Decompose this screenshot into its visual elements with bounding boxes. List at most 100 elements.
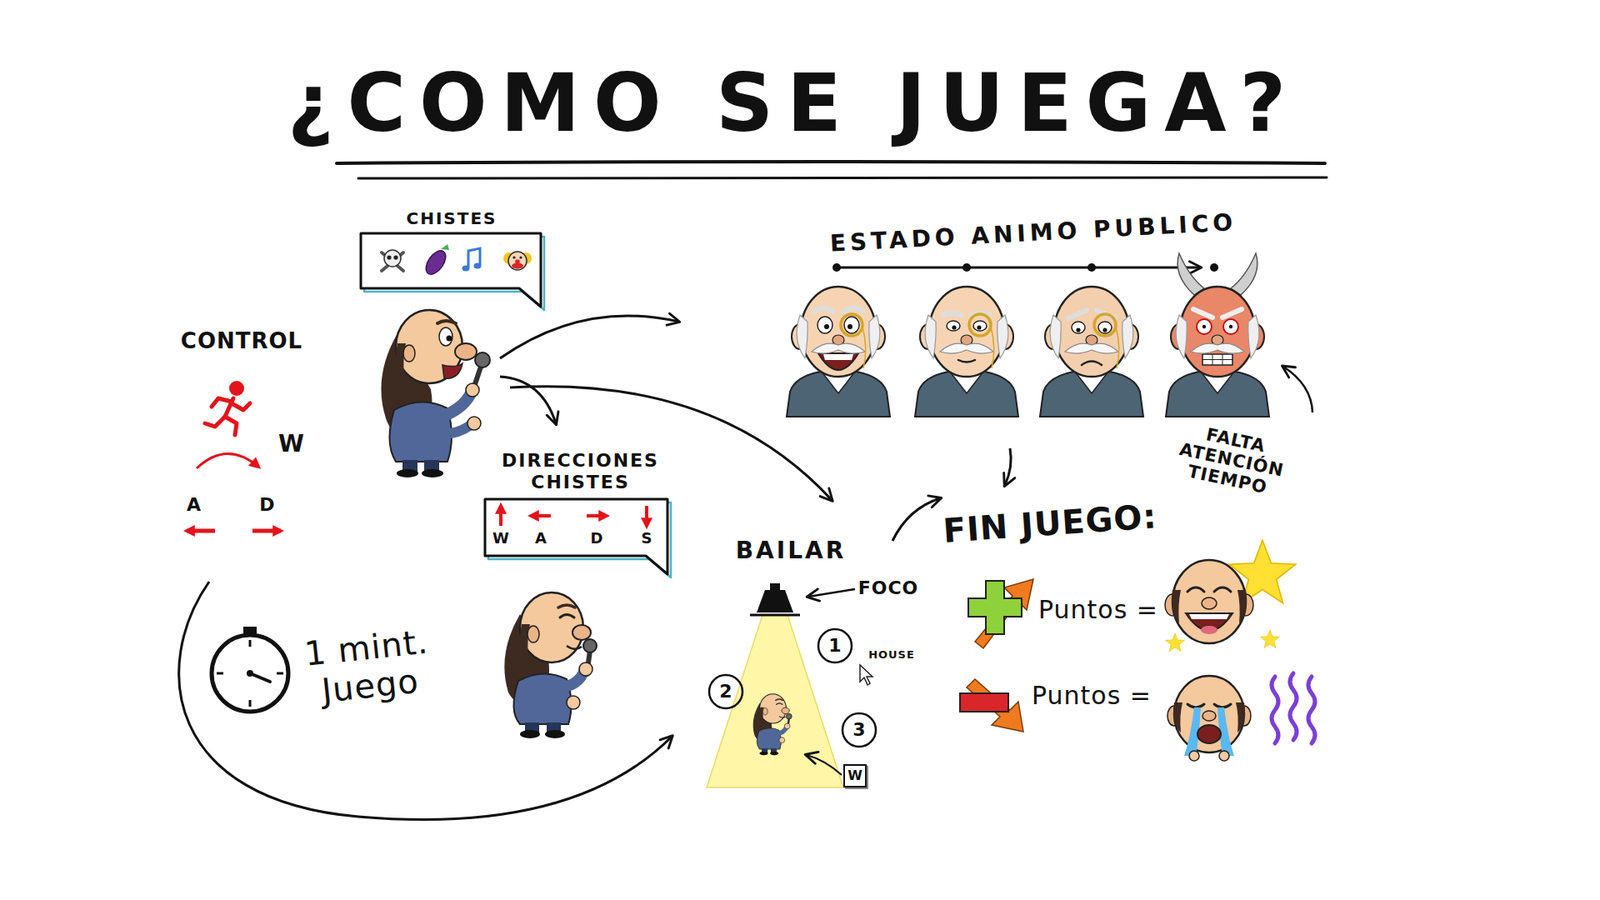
audience-face bbox=[1212, 354, 1214, 365]
audience-face bbox=[1094, 314, 1120, 369]
label-anchor: BAILAR bbox=[735, 537, 847, 565]
clock-icon bbox=[211, 635, 289, 712]
crying-face bbox=[1219, 750, 1230, 761]
audience-face bbox=[1081, 361, 1102, 366]
spotlight bbox=[706, 583, 844, 788]
audience-face bbox=[1202, 354, 1233, 365]
audience-face bbox=[843, 308, 864, 312]
audience-face bbox=[1040, 286, 1144, 417]
bubble-icons bbox=[499, 505, 503, 526]
spotlight bbox=[756, 590, 794, 613]
audience-face bbox=[1075, 327, 1080, 332]
audience-face bbox=[786, 286, 890, 417]
audience-face bbox=[817, 316, 833, 334]
note-label: FALTA ATENCIÓN TIEMPO bbox=[1164, 417, 1300, 503]
audience-face bbox=[1229, 325, 1233, 329]
bubble-icons bbox=[508, 251, 527, 270]
score-label: Puntos = bbox=[1031, 681, 1152, 711]
running-figure bbox=[225, 416, 237, 435]
plus-icon bbox=[968, 580, 1022, 635]
flow-arrow bbox=[500, 376, 556, 424]
audience-face bbox=[824, 324, 830, 330]
bubble-icons bbox=[645, 505, 649, 526]
bubble-heading: DIRECCIONES CHISTES bbox=[483, 450, 678, 495]
key-label: W bbox=[278, 430, 305, 458]
happy-face bbox=[1172, 560, 1246, 644]
crying-face bbox=[1214, 704, 1231, 708]
crying-face bbox=[1189, 750, 1200, 761]
label-anchor: FOCO bbox=[858, 577, 920, 599]
running-figure bbox=[205, 380, 250, 435]
comedian-figure bbox=[475, 352, 490, 368]
audience-face bbox=[1102, 327, 1107, 332]
audience-face bbox=[958, 360, 975, 363]
comedian-figure bbox=[467, 416, 481, 430]
happy-face bbox=[1171, 590, 1181, 624]
running-figure bbox=[229, 380, 245, 396]
comedian-figure bbox=[439, 327, 453, 346]
spotlight bbox=[770, 583, 780, 590]
section-heading: FIN JUEGO: bbox=[941, 496, 1159, 550]
comedian-figure bbox=[446, 335, 453, 342]
happy-face bbox=[1165, 633, 1185, 652]
bubble-icons bbox=[519, 255, 522, 259]
bubble-icons bbox=[474, 263, 482, 270]
mood-timeline bbox=[832, 263, 841, 272]
bubble-icons bbox=[515, 259, 520, 265]
audience-face bbox=[976, 325, 981, 330]
bubble-icons bbox=[500, 505, 647, 526]
flow-arrow bbox=[1005, 448, 1011, 485]
audience-face bbox=[1165, 253, 1270, 417]
callout-circle bbox=[709, 675, 743, 709]
audience-face bbox=[818, 353, 859, 370]
comedian-figure bbox=[437, 393, 471, 419]
audience-face bbox=[813, 308, 834, 312]
clock-icon bbox=[216, 672, 224, 675]
duration-note: 1 mint. Juego bbox=[294, 620, 444, 712]
audience-face bbox=[969, 314, 995, 369]
audience-face bbox=[915, 286, 1019, 417]
spotlight bbox=[706, 615, 844, 788]
label-anchor: FALTA ATENCIÓN TIEMPO bbox=[1164, 417, 1300, 503]
key-label: D bbox=[259, 494, 275, 515]
mood-timeline bbox=[962, 263, 971, 272]
leader-line bbox=[806, 755, 842, 775]
bubble-body bbox=[359, 233, 545, 289]
bubble-heading: CHISTES bbox=[406, 208, 498, 229]
stink-lines bbox=[1271, 673, 1315, 744]
bubble-icons bbox=[530, 514, 551, 518]
section-heading: BAILAR bbox=[735, 537, 847, 565]
label-anchor: CONTROL bbox=[180, 329, 303, 355]
key-letter: A bbox=[530, 529, 551, 548]
label-anchor: HOUSE bbox=[868, 649, 915, 662]
clock-icon bbox=[211, 626, 289, 712]
clock-icon bbox=[249, 700, 252, 707]
jump-arrow bbox=[196, 453, 259, 469]
audience-face bbox=[1040, 286, 1144, 417]
audience-face bbox=[1065, 343, 1119, 354]
speech-bubble bbox=[485, 499, 668, 575]
happy-face bbox=[1201, 597, 1217, 610]
clock-icon bbox=[249, 640, 252, 647]
running-figure bbox=[211, 398, 232, 407]
stink-lines bbox=[1308, 676, 1315, 744]
audience-face bbox=[823, 354, 854, 360]
key-label: A bbox=[186, 494, 202, 515]
pointer-label: HOUSE bbox=[868, 649, 915, 662]
audience-face bbox=[1190, 343, 1245, 354]
callout-circle bbox=[842, 713, 876, 747]
audience-face bbox=[1177, 253, 1205, 295]
crying-face bbox=[1202, 710, 1216, 721]
callout-circle bbox=[818, 629, 852, 663]
comedian-figure bbox=[395, 310, 463, 384]
comedian-figure bbox=[421, 469, 444, 478]
callout-node: 3 bbox=[840, 711, 878, 749]
comedian-figure bbox=[455, 343, 477, 360]
comedian-figure bbox=[504, 592, 597, 739]
audience-face bbox=[951, 325, 956, 330]
section-heading: ESTADO ANIMO PUBLICO bbox=[829, 209, 1238, 258]
running-figure bbox=[231, 403, 250, 410]
callout-node: 2 bbox=[707, 673, 745, 710]
label-anchor: Puntos = bbox=[1038, 595, 1159, 625]
audience-face bbox=[973, 320, 987, 331]
